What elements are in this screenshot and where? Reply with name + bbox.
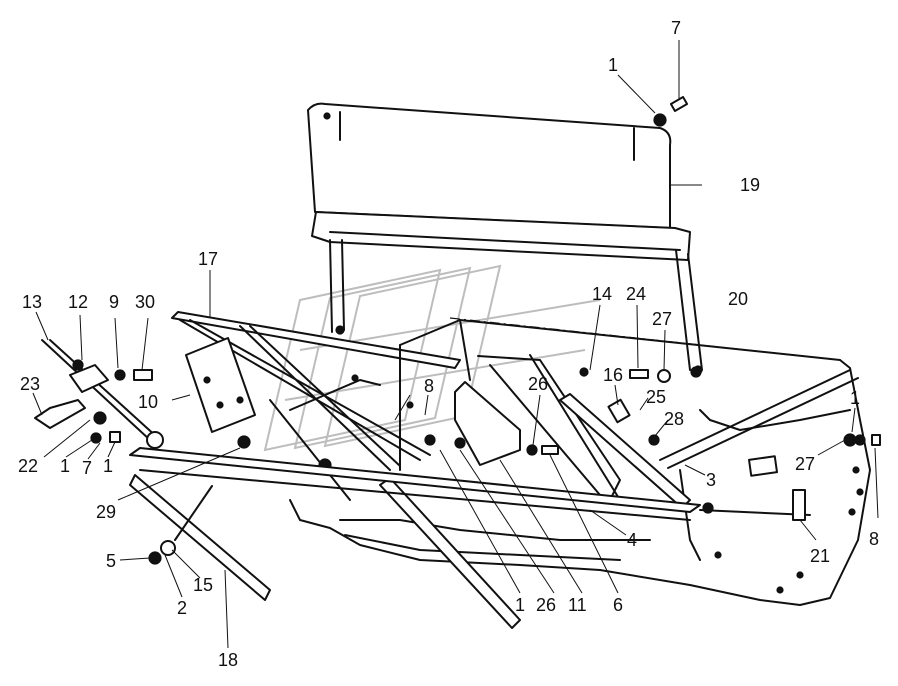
bracket-10 xyxy=(185,337,256,433)
callout-11: 11 xyxy=(568,595,587,615)
callout-1b: 1 xyxy=(850,388,860,408)
callout-4: 4 xyxy=(627,530,637,550)
callout-8b: 8 xyxy=(869,529,879,549)
callout-9: 9 xyxy=(109,292,119,312)
callout-3: 3 xyxy=(706,470,716,490)
callout-7b: 7 xyxy=(82,458,92,478)
callout-6: 6 xyxy=(613,595,623,615)
callout-28: 28 xyxy=(664,409,684,429)
callout-1: 1 xyxy=(608,55,618,75)
callout-1d: 1 xyxy=(103,456,113,476)
frame-17 xyxy=(171,311,841,501)
callout-5: 5 xyxy=(106,551,116,571)
callout-1e: 1 xyxy=(515,595,525,615)
callout-12: 12 xyxy=(68,292,88,312)
housing-20 xyxy=(289,317,871,606)
callout-labels: 7 1 19 17 20 13 12 9 30 14 24 27 23 10 8… xyxy=(18,18,879,670)
callout-29: 29 xyxy=(96,502,116,522)
callout-27: 27 xyxy=(652,309,672,329)
callout-26b: 26 xyxy=(536,595,556,615)
leader-lines xyxy=(32,40,879,649)
inner-plate-11 xyxy=(454,354,621,501)
callout-22: 22 xyxy=(18,456,38,476)
callout-20: 20 xyxy=(728,289,748,309)
callout-30: 30 xyxy=(135,292,155,312)
callout-1c: 1 xyxy=(60,456,70,476)
callout-18: 18 xyxy=(218,650,238,670)
callout-15: 15 xyxy=(193,575,213,595)
hardware xyxy=(72,96,881,565)
callout-13: 13 xyxy=(22,292,42,312)
callout-2: 2 xyxy=(177,598,187,618)
callout-21: 21 xyxy=(810,546,830,566)
callout-24: 24 xyxy=(626,284,646,304)
callout-16: 16 xyxy=(603,365,623,385)
callout-7: 7 xyxy=(671,18,681,38)
callout-14: 14 xyxy=(592,284,612,304)
callout-17: 17 xyxy=(198,249,218,269)
callout-19: 19 xyxy=(740,175,760,195)
callout-27b: 27 xyxy=(795,454,815,474)
bottom-bar-18 xyxy=(129,447,811,601)
callout-8: 8 xyxy=(424,376,434,396)
top-board-19 xyxy=(307,102,703,375)
callout-10: 10 xyxy=(138,392,158,412)
lever-13 xyxy=(34,339,164,449)
callout-26: 26 xyxy=(528,374,548,394)
callout-23: 23 xyxy=(20,374,40,394)
callout-25: 25 xyxy=(646,387,666,407)
